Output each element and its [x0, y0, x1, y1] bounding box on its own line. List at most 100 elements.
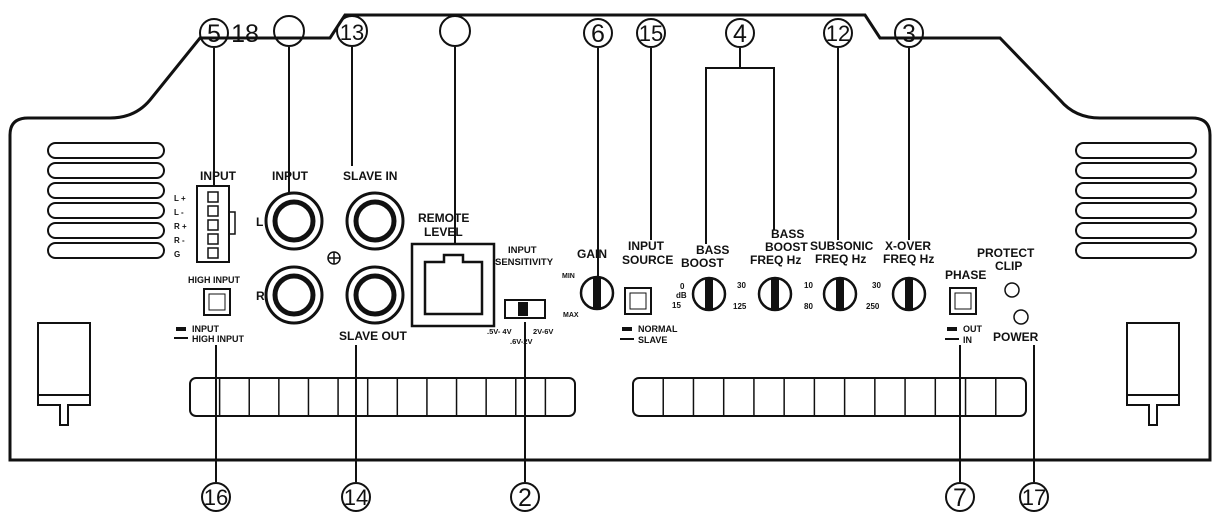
- phase-switch[interactable]: [949, 287, 977, 315]
- sens-bottom-option: .6V-2V: [510, 337, 533, 346]
- clip-label: CLIP: [995, 259, 1022, 273]
- gain-knob[interactable]: [579, 275, 615, 311]
- remote-level-port[interactable]: [410, 242, 496, 328]
- phase-legend: OUT IN: [945, 324, 983, 345]
- callout-number: 6: [591, 20, 605, 48]
- gain-max-label: MAX: [563, 312, 579, 319]
- bass-boost-15: 15: [672, 301, 681, 310]
- callout-badges: [199, 15, 1049, 512]
- gain-label: GAIN: [577, 247, 607, 261]
- legend-input-text: INPUT: [192, 324, 220, 334]
- xover-label-line2: FREQ Hz: [883, 252, 934, 266]
- bass-boost-knob[interactable]: [691, 276, 727, 312]
- bass-boost-freq-label-line2: BOOST: [765, 240, 808, 254]
- bass-boost-0: 0: [680, 282, 685, 291]
- callout-number: 2: [518, 484, 532, 512]
- left-fin-dividers: [218, 378, 547, 416]
- remote-label-line1: REMOTE: [418, 211, 469, 225]
- protect-clip-led: [1004, 282, 1020, 298]
- phase-out-text: OUT: [963, 324, 983, 334]
- sub-10: 10: [804, 281, 813, 290]
- pin-label: L -: [174, 208, 184, 217]
- high-input-switch[interactable]: [203, 288, 231, 316]
- callout-number: 3: [902, 20, 916, 48]
- right-mounting-bracket: [1126, 322, 1180, 426]
- input-sensitivity-label-line2: SENSITIVITY: [495, 257, 554, 268]
- xo-250: 250: [866, 302, 880, 311]
- source-normal-text: NORMAL: [638, 324, 678, 334]
- chassis-outline: [8, 13, 1212, 462]
- callout-number: 12: [826, 21, 850, 46]
- power-label: POWER: [993, 330, 1039, 344]
- ground-screw-icon: [327, 251, 341, 265]
- left-fin-strip: [189, 377, 576, 417]
- pin-label: G: [174, 250, 180, 259]
- protect-label: PROTECT: [977, 246, 1035, 260]
- callout-number: 15: [639, 21, 663, 46]
- slave-out-label: SLAVE OUT: [339, 329, 407, 343]
- callout-number: 4: [733, 20, 747, 48]
- input-source-switch[interactable]: [624, 287, 652, 315]
- subsonic-label-line2: FREQ Hz: [815, 252, 866, 266]
- input-terminal-block: [196, 185, 236, 263]
- input-sensitivity-label-line1: INPUT: [508, 245, 537, 256]
- sens-right-option: 2V-6V: [533, 327, 553, 336]
- left-mounting-bracket: [37, 322, 91, 426]
- source-slave-text: SLAVE: [638, 335, 667, 345]
- right-fin-dividers: [662, 378, 997, 416]
- input-sensitivity-switch[interactable]: [504, 299, 546, 319]
- rca-l-label: L: [256, 215, 263, 229]
- sens-left-option: .5V- 4V: [487, 327, 512, 336]
- bass-boost-freq-label-line1: BASS: [771, 227, 804, 241]
- pin-label: L +: [174, 194, 186, 203]
- subsonic-freq-knob[interactable]: [822, 276, 858, 312]
- bass-boost-label-line1: BASS: [696, 243, 729, 257]
- bbf-125: 125: [733, 302, 747, 311]
- callout-leader-lines: [213, 47, 1035, 482]
- power-led: [1013, 309, 1029, 325]
- xover-label-line1: X-OVER: [885, 239, 931, 253]
- terminal-pin-labels: L + L - R + R - G: [174, 194, 187, 259]
- callout-number: 17: [1022, 485, 1046, 510]
- callout-number: 18: [231, 20, 259, 48]
- callout-number: 13: [340, 20, 364, 45]
- rca-r-label: R: [256, 289, 265, 303]
- input-block-label: INPUT: [200, 169, 237, 183]
- rca-input-right-jack[interactable]: [264, 265, 324, 325]
- input-source-legend: NORMAL SLAVE: [620, 324, 678, 345]
- slave-out-jack[interactable]: [345, 265, 405, 325]
- bbf-30: 30: [737, 281, 746, 290]
- remote-label-line2: LEVEL: [424, 225, 463, 239]
- callout-number: 5: [207, 20, 221, 48]
- left-vent-slots: [47, 142, 165, 259]
- gain-min-label: MIN: [562, 273, 575, 280]
- input-source-label-line2: SOURCE: [622, 253, 673, 267]
- input-rca-label: INPUT: [272, 169, 309, 183]
- pin-label: R +: [174, 222, 187, 231]
- legend-high-input-text: HIGH INPUT: [192, 334, 245, 344]
- right-vent-slots: [1075, 142, 1197, 259]
- xo-30: 30: [872, 281, 881, 290]
- xover-freq-knob[interactable]: [891, 276, 927, 312]
- slave-in-jack[interactable]: [345, 191, 405, 251]
- callout-number: 16: [204, 485, 228, 510]
- subsonic-label-line1: SUBSONIC: [810, 239, 874, 253]
- high-input-label: HIGH INPUT: [188, 275, 241, 285]
- slave-in-label: SLAVE IN: [343, 169, 397, 183]
- sub-80: 80: [804, 302, 813, 311]
- phase-label: PHASE: [945, 268, 986, 282]
- right-fin-strip: [632, 377, 1027, 417]
- rca-input-left-jack[interactable]: [264, 191, 324, 251]
- phase-in-text: IN: [963, 335, 972, 345]
- high-input-legend: INPUT HIGH INPUT: [174, 324, 245, 344]
- bass-boost-db: dB: [676, 291, 687, 300]
- callout-number: 14: [344, 485, 368, 510]
- bass-boost-freq-knob[interactable]: [757, 276, 793, 312]
- callout-number: 7: [953, 484, 967, 512]
- input-source-label-line1: INPUT: [628, 239, 665, 253]
- bass-boost-freq-label-line3: FREQ Hz: [750, 253, 801, 267]
- bass-boost-label-line2: BOOST: [681, 256, 724, 270]
- pin-label: R -: [174, 236, 185, 245]
